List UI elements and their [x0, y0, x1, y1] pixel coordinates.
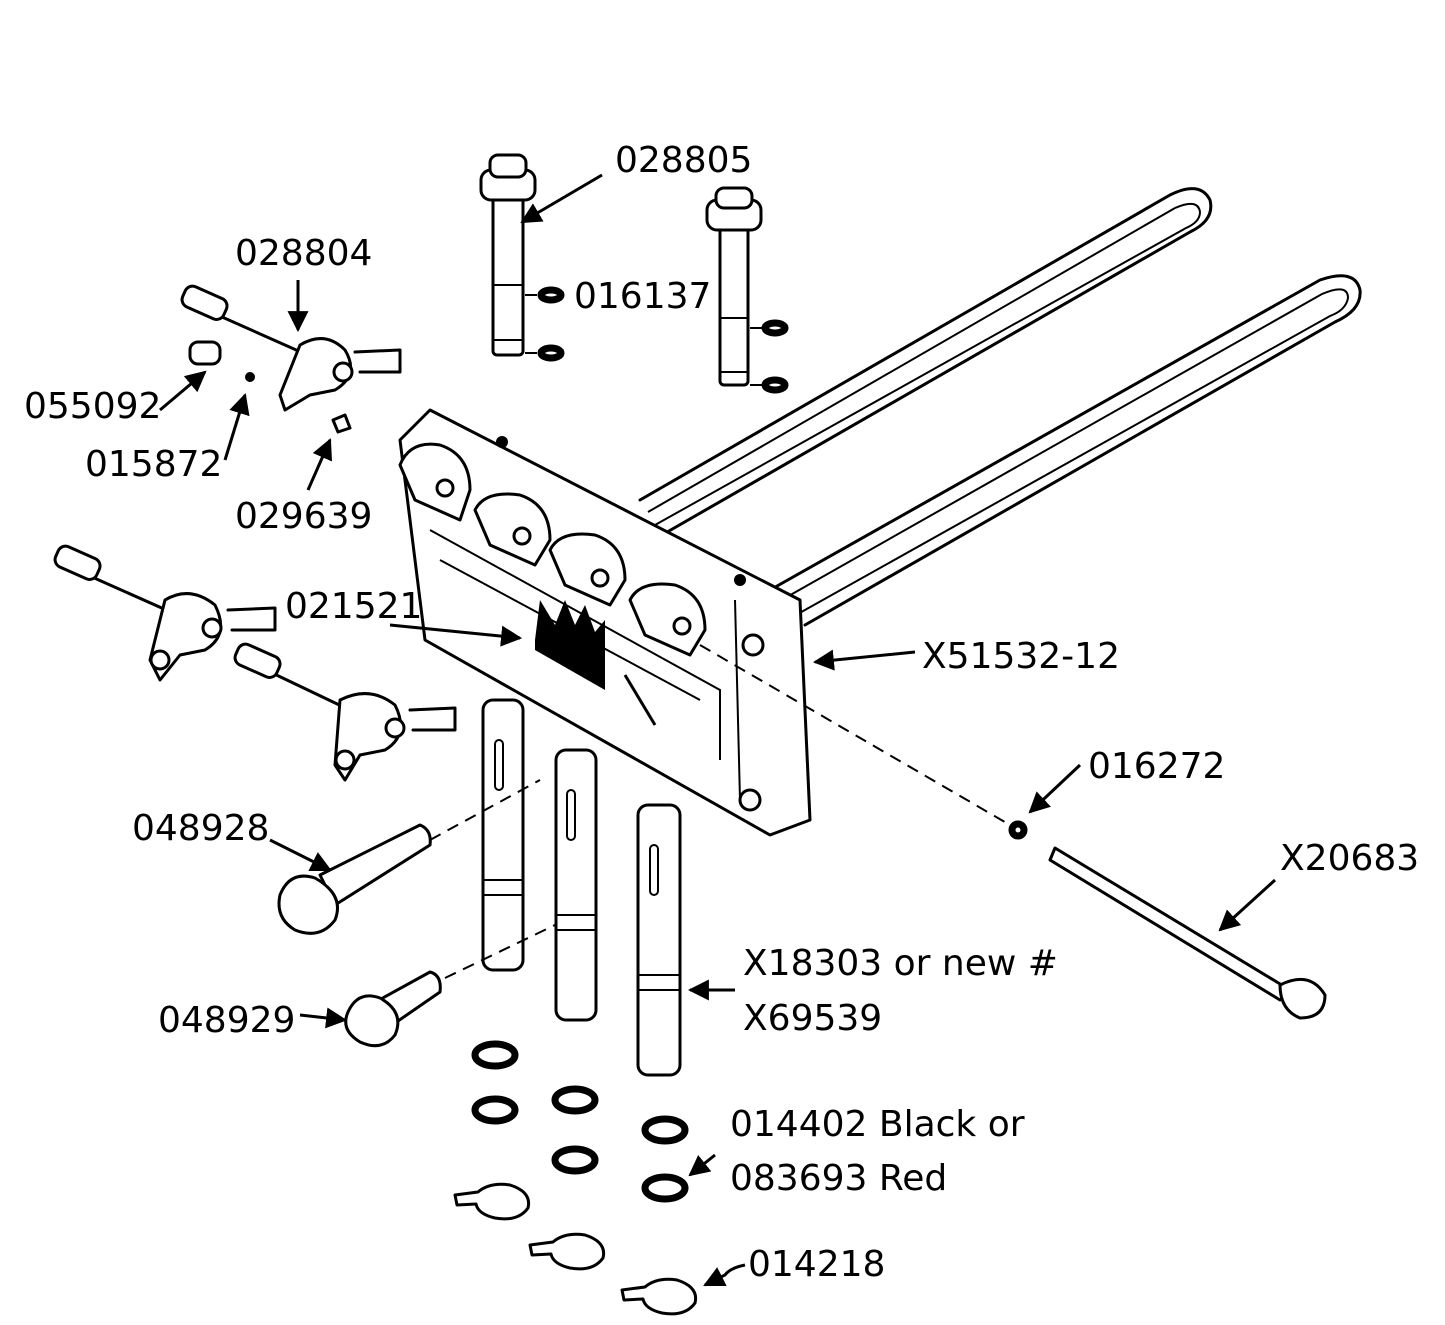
lever-assembly	[180, 284, 402, 434]
o-rings-014402	[471, 1040, 689, 1203]
label-x18303-line1: X18303 or new #	[743, 943, 1058, 984]
post-028805	[479, 153, 537, 357]
label-014402-line1: 014402 Black or	[730, 1104, 1025, 1145]
label-055092: 055092	[24, 386, 161, 427]
valve-cam	[473, 492, 552, 567]
label-015872: 015872	[85, 444, 222, 485]
o-ring-016272	[1008, 820, 1028, 840]
label-028804: 028804	[235, 233, 372, 274]
lever-assembly	[53, 544, 277, 682]
label-016137: 016137	[574, 276, 711, 317]
valve-cam	[628, 582, 707, 657]
valve-stem	[554, 748, 598, 1022]
leader-arrows	[159, 173, 1277, 1287]
heating-element-tubes	[638, 187, 1362, 627]
label-x20683: X20683	[1280, 838, 1419, 879]
valve-stem	[481, 698, 525, 972]
label-x18303-line2: X69539	[743, 998, 882, 1039]
label-x51532-12: X51532-12	[922, 636, 1120, 677]
clips-014218	[453, 1182, 698, 1316]
lever-assembly	[233, 642, 457, 782]
label-048929: 048929	[158, 1000, 295, 1041]
label-028805: 028805	[615, 140, 752, 181]
rod-x20683	[1048, 846, 1327, 1020]
post-028805-b	[705, 186, 763, 387]
label-021521: 021521	[285, 586, 422, 627]
label-048928: 048928	[132, 808, 269, 849]
manifold-block	[398, 408, 812, 837]
valve-cam	[548, 532, 627, 607]
valve-stem	[636, 803, 682, 1077]
o-ring-016137	[525, 286, 789, 394]
knob-048928	[277, 823, 432, 935]
label-014402-line2: 083693 Red	[730, 1158, 947, 1199]
label-016272: 016272	[1088, 746, 1225, 787]
label-014218: 014218	[748, 1244, 885, 1285]
knob-048929	[344, 970, 442, 1048]
valve-cam	[398, 442, 472, 522]
label-029639: 029639	[235, 496, 372, 537]
